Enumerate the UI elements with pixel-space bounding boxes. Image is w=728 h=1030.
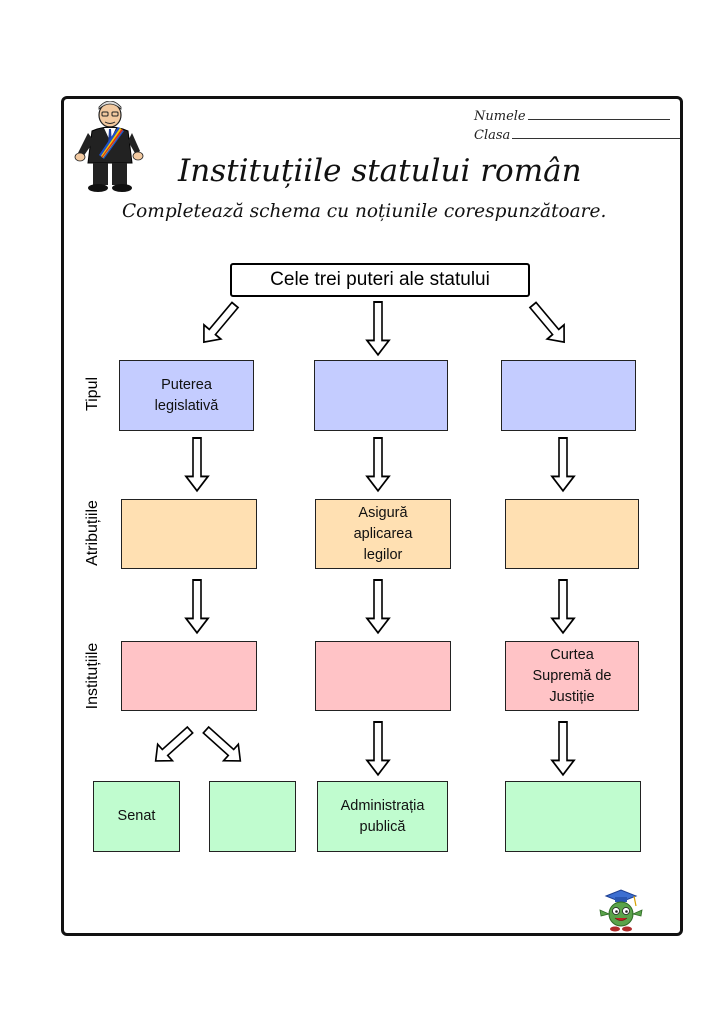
name-blank[interactable] bbox=[527, 108, 670, 120]
root-box: Cele trei puteri ale statului bbox=[230, 263, 530, 297]
sub-box-2[interactable] bbox=[209, 781, 296, 852]
arrow-col3-r1 bbox=[551, 437, 575, 492]
arrow-col2-r2 bbox=[366, 579, 390, 634]
arrow-root-left bbox=[194, 297, 245, 350]
arrow-root-center bbox=[366, 301, 390, 356]
atributii-box-1[interactable] bbox=[121, 499, 257, 569]
class-label: Clasa bbox=[474, 128, 511, 143]
arrow-col3-r2 bbox=[551, 579, 575, 634]
graduate-mascot-icon bbox=[599, 889, 643, 932]
atributii-box-3[interactable] bbox=[505, 499, 639, 569]
arrow-col2-r3 bbox=[366, 721, 390, 776]
name-field[interactable]: Numele bbox=[474, 108, 670, 124]
arrow-root-right bbox=[523, 297, 574, 350]
institutii-box-2[interactable] bbox=[315, 641, 451, 711]
name-label: Numele bbox=[474, 109, 526, 124]
class-field[interactable]: Clasa bbox=[474, 127, 681, 143]
institutii-box-1[interactable] bbox=[121, 641, 257, 711]
sub-box-administratie[interactable]: Administrația publică bbox=[317, 781, 448, 852]
arrow-col1-split-left bbox=[147, 721, 199, 770]
institutii-box-3[interactable]: Curtea Supremă de Justiție bbox=[505, 641, 639, 711]
arrow-col1-r2 bbox=[185, 579, 209, 634]
arrow-col2-r1 bbox=[366, 437, 390, 492]
instructions: Completează schema cu noțiunile corespun… bbox=[122, 201, 607, 222]
class-blank[interactable] bbox=[512, 127, 681, 139]
tipul-box-3[interactable] bbox=[501, 360, 636, 431]
tipul-box-2[interactable] bbox=[314, 360, 448, 431]
sub-box-4[interactable] bbox=[505, 781, 641, 852]
arrow-col1-split-right bbox=[197, 721, 249, 770]
arrow-col1-r1 bbox=[185, 437, 209, 492]
tipul-box-1[interactable]: Puterea legislativă bbox=[119, 360, 254, 431]
politician-figure bbox=[74, 101, 144, 192]
atributii-box-2[interactable]: Asigură aplicarea legilor bbox=[315, 499, 451, 569]
sub-box-senat[interactable]: Senat bbox=[93, 781, 180, 852]
page-title: Instituțiile statului român bbox=[178, 153, 582, 189]
arrow-col3-r3 bbox=[551, 721, 575, 776]
